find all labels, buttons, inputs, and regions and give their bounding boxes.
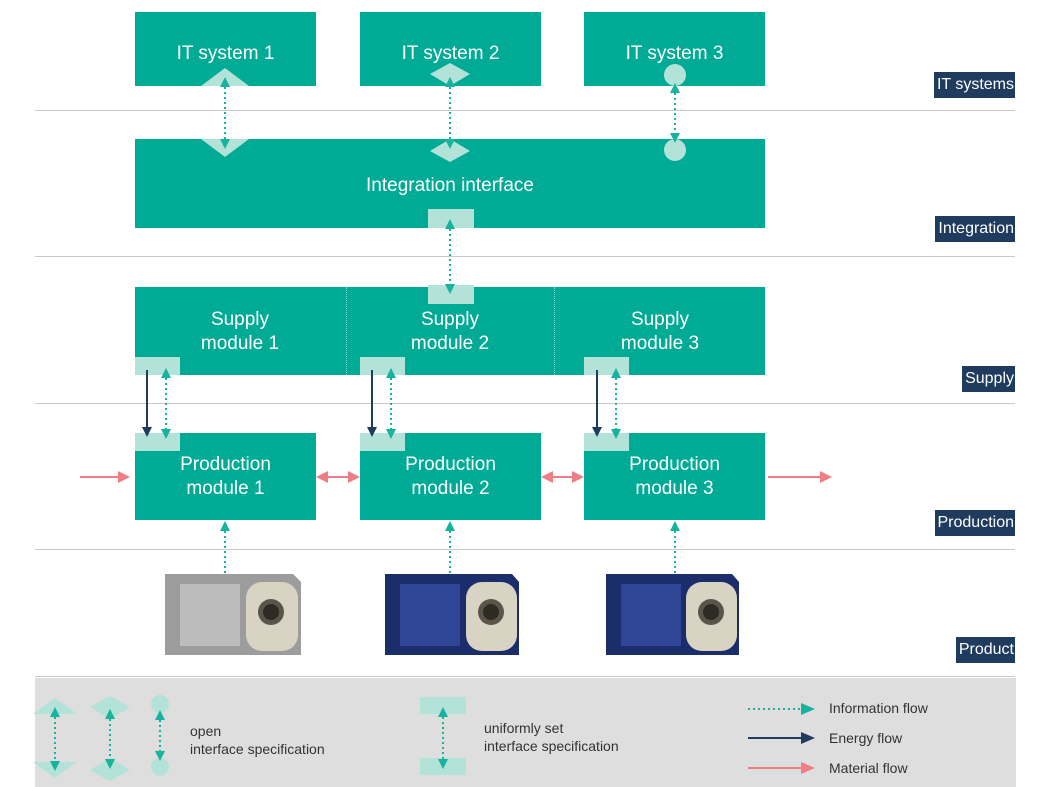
layer-separator xyxy=(35,256,1015,257)
production-module-1-line1: Production xyxy=(180,454,271,475)
open-interface-diamond xyxy=(430,63,470,86)
legend-uniform-line2: interface specification xyxy=(484,738,619,754)
layer-label-it-systems: IT systems xyxy=(933,72,1015,98)
supply-production-link-2 xyxy=(360,357,405,451)
legend-open-circle-icon xyxy=(151,695,169,776)
legend-information-label: Information flow xyxy=(829,700,928,716)
it-system-3-label: IT system 3 xyxy=(625,43,724,64)
legend-uniform-icon xyxy=(420,697,466,775)
production-module-3-line1: Production xyxy=(629,454,720,475)
supply-production-link-1 xyxy=(135,357,180,451)
legend-uniform-text: uniformly set interface specification xyxy=(484,719,619,755)
supply-module-3-line1: Supply xyxy=(630,309,690,330)
supply-module-3: Supply module 3 xyxy=(570,308,750,356)
legend-open-text: open interface specification xyxy=(190,722,325,758)
layer-separator xyxy=(35,676,1015,677)
supply-module-1-line1: Supply xyxy=(210,309,270,330)
layer-label-integration: Integration xyxy=(935,216,1015,242)
production-module-2: Production module 2 xyxy=(360,433,541,520)
legend-open-arrow-icon xyxy=(33,698,77,778)
production-module-3-line2: module 3 xyxy=(635,478,714,499)
open-interface-diamond xyxy=(430,139,470,162)
production-module-2-line2: module 2 xyxy=(411,478,490,499)
legend-open-line2: interface specification xyxy=(190,741,325,757)
legend-open-line1: open xyxy=(190,723,222,739)
open-interface-circle xyxy=(664,139,686,161)
supply-production-link-3 xyxy=(584,357,629,451)
supply-divider xyxy=(346,287,347,375)
product-silver xyxy=(165,574,301,655)
integration-interface-label: Integration interface xyxy=(366,175,534,196)
supply-module-1-line2: module 1 xyxy=(200,333,280,354)
legend-energy-label: Energy flow xyxy=(829,730,903,746)
it-system-2-label: IT system 2 xyxy=(401,43,500,64)
legend-material-label: Material flow xyxy=(829,760,908,776)
uniform-interface-block xyxy=(428,209,474,228)
uniform-interface-block xyxy=(428,285,474,304)
production-module-2-line1: Production xyxy=(405,454,496,475)
supply-module-2-line2: module 2 xyxy=(410,333,490,354)
legend-panel xyxy=(35,678,1016,787)
it-system-1-label: IT system 1 xyxy=(176,43,275,64)
supply-module-2: Supply module 2 xyxy=(360,308,540,356)
layer-separator xyxy=(35,403,1015,404)
product-navy xyxy=(385,574,519,655)
production-module-1-line2: module 1 xyxy=(186,478,265,499)
layer-label-production: Production xyxy=(934,510,1015,536)
legend-open-diamond-icon xyxy=(90,696,130,781)
legend-uniform-line1: uniformly set xyxy=(484,720,564,736)
supply-divider xyxy=(554,287,555,375)
supply-module-2-line1: Supply xyxy=(420,309,480,330)
production-module-1: Production module 1 xyxy=(135,433,316,520)
supply-module-3-line2: module 3 xyxy=(620,333,700,354)
product-navy xyxy=(606,574,739,655)
layer-separator xyxy=(35,110,1015,111)
layer-label-product: Product xyxy=(955,637,1015,663)
it-system-1-box: IT system 1 xyxy=(135,12,316,86)
open-interface-circle xyxy=(664,64,686,86)
layer-label-supply: Supply xyxy=(962,366,1015,392)
layer-separator xyxy=(35,549,1015,550)
supply-module-1: Supply module 1 xyxy=(150,308,330,356)
